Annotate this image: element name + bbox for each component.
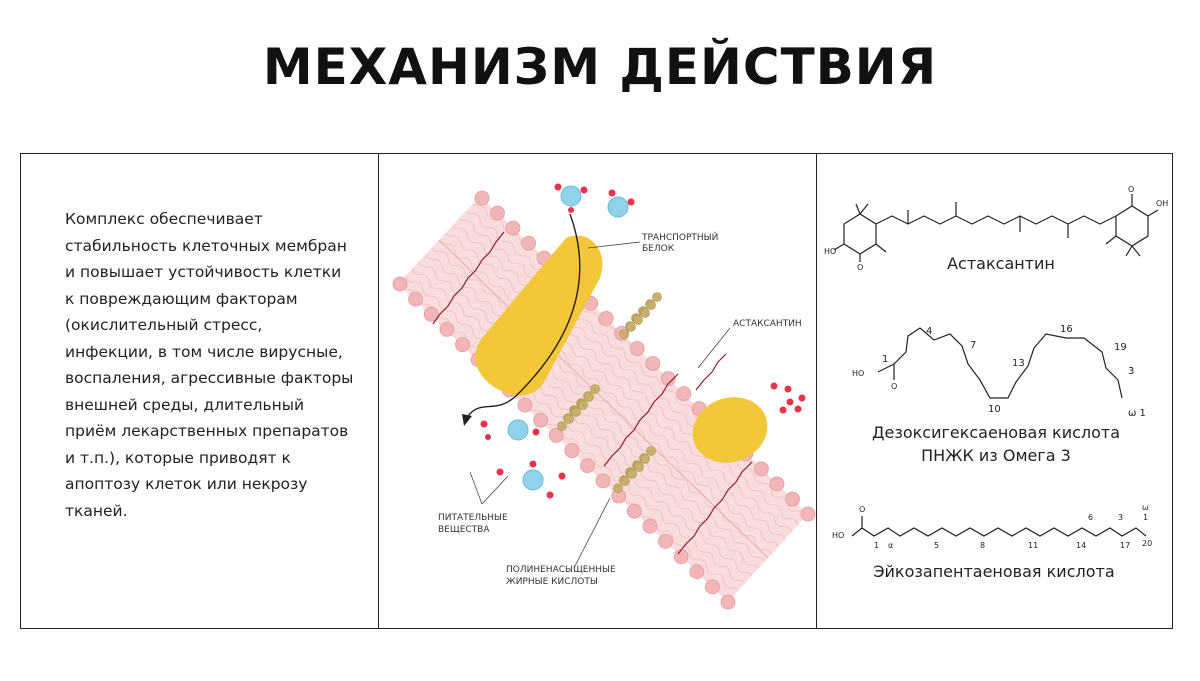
dha-structure [877, 327, 1123, 399]
epa-structure [851, 516, 1147, 537]
lipid-head [517, 397, 533, 413]
carbon-number: 17 [1120, 541, 1130, 550]
lipid-head [490, 205, 505, 221]
carbon-number: 14 [1076, 541, 1086, 550]
label-transport-protein-2: БЕЛОК [642, 244, 675, 254]
label-nutrients-2: ВЕЩЕСТВА [438, 525, 490, 535]
lipid-head [626, 503, 642, 519]
atom-o: O [1128, 185, 1134, 194]
carbon-number: 19 [1114, 342, 1127, 353]
carbon-number: 11 [1028, 541, 1038, 550]
atom-o: O [891, 382, 897, 391]
carbon-number: 7 [970, 340, 976, 351]
lipid-head [423, 306, 439, 322]
membrane-diagram-panel: ТРАНСПОРТНЫЙ БЕЛОК АСТАКСАНТИН ПИТАТЕЛЬН… [378, 154, 817, 628]
lipid-head [658, 533, 673, 549]
nutrient-molecule [607, 189, 635, 218]
page-title: МЕХАНИЗМ ДЕЙСТВИЯ [262, 38, 938, 96]
lipid-head [521, 235, 537, 251]
omega-label: ω [1142, 503, 1149, 512]
description-text: Комплекс обеспечивает стабильность клето… [65, 210, 354, 520]
carbon-number: 8 [980, 541, 985, 550]
carbon-number: 1 [874, 541, 879, 550]
carbon-number: 10 [988, 404, 1001, 415]
dha-caption-2: ПНЖК из Омега 3 [921, 446, 1071, 465]
callout-lines [469, 241, 731, 569]
epa-caption: Эйкозапентаеновая кислота [873, 562, 1114, 581]
carbon-number: 1 [882, 354, 888, 365]
lipid-head [645, 356, 661, 371]
dha-caption: Дезоксигексаеновая кислота [872, 423, 1120, 442]
lipid-head [439, 321, 455, 337]
carbon-number: 13 [1012, 358, 1025, 369]
content-frame: Комплекс обеспечивает стабильность клето… [20, 153, 1173, 629]
astaxanthin-caption: Астаксантин [947, 254, 1055, 273]
nutrient-molecules [480, 183, 806, 499]
nutrient-molecule [554, 183, 588, 213]
lipid-head [598, 310, 614, 326]
lipid-head [455, 337, 470, 353]
atom-ho: HO [832, 531, 844, 540]
molecule-structures: HO O O OH Астаксантин HO O 1 4 7 10 13 1… [824, 185, 1168, 581]
carbon-number: 4 [926, 326, 932, 337]
lipid-head [753, 461, 769, 477]
lipid-head [629, 341, 645, 356]
carbon-number: 3 [1128, 366, 1134, 377]
lipid-head [548, 427, 564, 443]
astaxanthin-structure [833, 194, 1159, 262]
atom-o: O [857, 263, 863, 272]
fatty-acid-cluster [557, 384, 600, 431]
label-pufa: ПОЛИНЕНАСЫЩЕННЫЕ [506, 565, 616, 575]
lipid-head [533, 412, 549, 428]
nutrient-molecule [480, 419, 540, 441]
carbon-number: 3 [1118, 513, 1123, 522]
transport-protein [475, 235, 768, 463]
carbon-number: 5 [934, 541, 939, 550]
lipid-head [676, 386, 692, 402]
fatty-acid-cluster [613, 446, 656, 493]
lipid-head [660, 371, 676, 387]
description-panel: Комплекс обеспечивает стабильность клето… [21, 154, 379, 628]
label-pufa-2: ЖИРНЫЕ КИСЛОТЫ [506, 577, 598, 587]
lipid-head [564, 443, 580, 459]
carbon-number: 6 [1088, 513, 1093, 522]
lipid-head [642, 518, 658, 534]
carbon-number: 1 [1143, 513, 1148, 522]
atom-ho: HO [852, 369, 864, 378]
lipid-head [800, 506, 816, 522]
lipid-head [785, 491, 800, 507]
lipid-head [769, 476, 785, 492]
label-astaxanthin: АСТАКСАНТИН [733, 319, 802, 329]
fatty-acid-clusters [557, 292, 662, 493]
nutrient-molecule [496, 460, 566, 499]
cell-membrane [398, 196, 808, 602]
lipid-head [392, 276, 408, 292]
membrane-diagram: ТРАНСПОРТНЫЙ БЕЛОК АСТАКСАНТИН ПИТАТЕЛЬН… [392, 183, 816, 610]
lipid-head [720, 594, 736, 610]
carbon-number: 16 [1060, 324, 1073, 335]
lipid-head [595, 473, 611, 489]
atom-o: O [859, 505, 865, 514]
molecules-panel: HO O O OH Астаксантин HO O 1 4 7 10 13 1… [816, 154, 1172, 628]
lipid-head [704, 579, 720, 595]
label-transport-protein: ТРАНСПОРТНЫЙ [641, 231, 718, 243]
lipid-head [408, 291, 423, 307]
lipid-head [474, 190, 490, 206]
lipid-head [579, 458, 595, 474]
lipid-head [689, 564, 705, 580]
fatty-acid-cluster [619, 292, 662, 339]
atom-group [770, 382, 806, 414]
transport-arrow [462, 213, 581, 426]
carbon-number: ω 1 [1128, 408, 1146, 419]
label-nutrients: ПИТАТЕЛЬНЫЕ [438, 513, 508, 523]
atom-oh: OH [1156, 199, 1168, 208]
lipid-head [505, 220, 521, 236]
carbon-number: 20 [1142, 539, 1152, 548]
atom-ho: HO [824, 247, 836, 256]
carbon-number: α [888, 541, 893, 550]
lipid-head [673, 549, 689, 565]
astaxanthin-molecules [432, 231, 753, 555]
